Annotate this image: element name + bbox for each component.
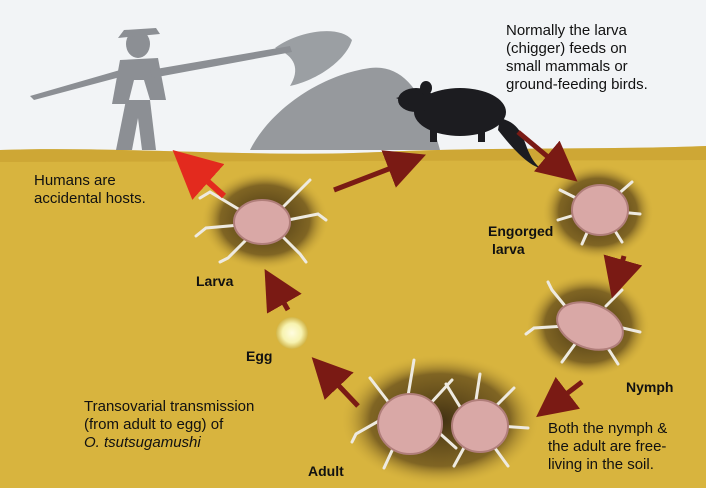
label-humans-accidental-hosts: Humans are accidental hosts. [34, 172, 146, 208]
label-free-living: Both the nymph & the adult are free- liv… [548, 420, 667, 474]
label-transovarial-transmission: Transovarial transmission (from adult to… [84, 398, 254, 452]
label-normal-hosts: Normally the larva (chigger) feeds on sm… [506, 22, 648, 94]
label-adult: Adult [308, 462, 344, 480]
label-egg: Egg [246, 347, 272, 365]
label-engorged-larva: Engorged larva [488, 222, 553, 258]
label-species: O. tsutsugamushi [84, 434, 254, 452]
label-nymph: Nymph [626, 378, 673, 396]
label-larva: Larva [196, 272, 233, 290]
egg [276, 317, 308, 349]
